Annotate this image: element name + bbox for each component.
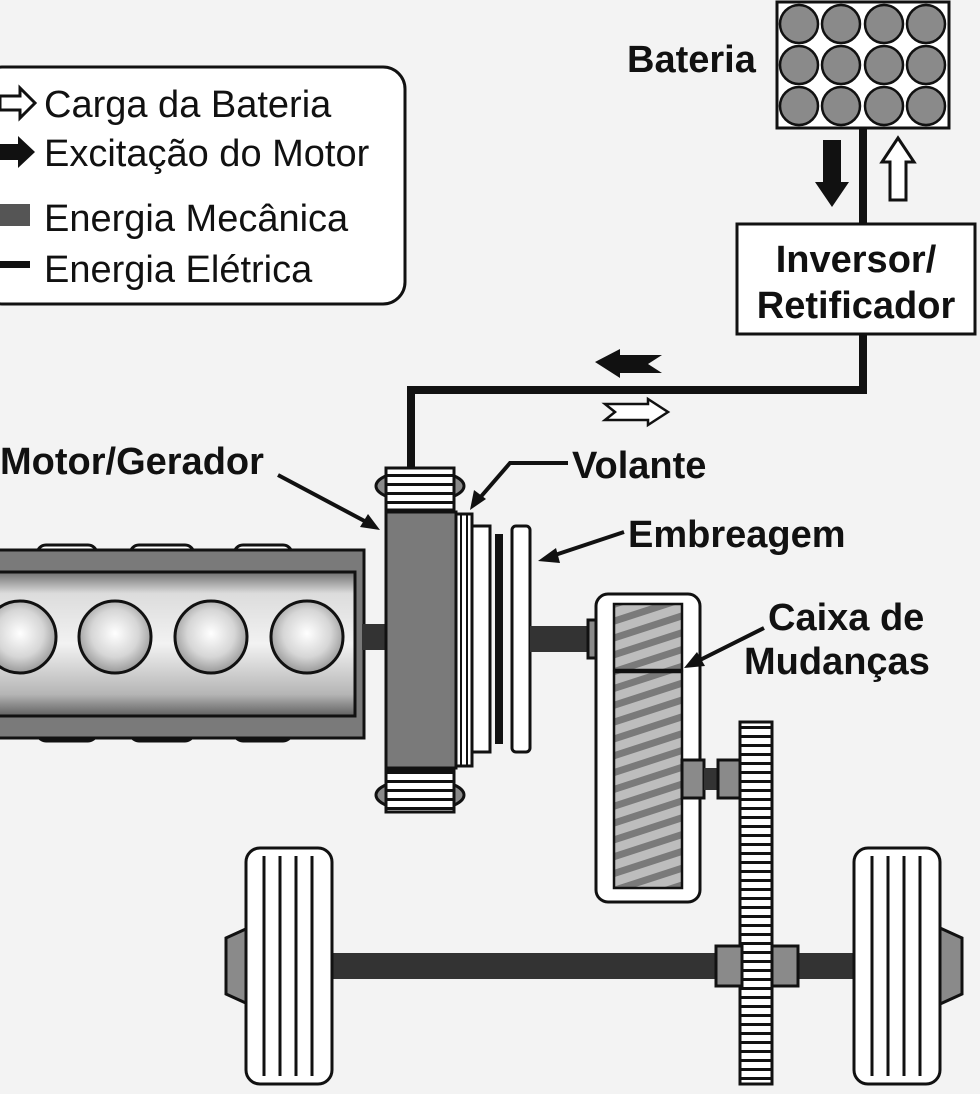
gearbox bbox=[594, 592, 702, 904]
hollow-arrow-icon bbox=[0, 84, 38, 122]
thick-bar-icon bbox=[0, 204, 30, 226]
solid-arrow-icon bbox=[0, 136, 35, 168]
right-wheel bbox=[852, 846, 964, 1086]
charging-arrow-icon bbox=[601, 396, 671, 428]
battery-wire bbox=[859, 128, 867, 224]
clutch-label: Embreagem bbox=[628, 514, 846, 556]
legend-label-excitacao: Excitação do Motor bbox=[44, 133, 370, 175]
legend-label-eletrica: Energia Elétrica bbox=[44, 249, 313, 291]
engine-cylinders bbox=[0, 599, 345, 675]
battery-cells bbox=[778, 3, 947, 127]
input-shaft bbox=[530, 626, 592, 652]
differential-right bbox=[770, 944, 800, 988]
stator-top bbox=[384, 466, 456, 512]
flywheel-disc bbox=[470, 524, 492, 754]
legend-label-mecanica: Energia Mecânica bbox=[44, 198, 349, 240]
gearbox-label-line1: Caixa de bbox=[768, 597, 924, 639]
countershaft-gear bbox=[612, 670, 684, 890]
legend-label-carga: Carga da Bateria bbox=[44, 84, 332, 126]
input-gear bbox=[612, 602, 684, 672]
rotor bbox=[384, 510, 458, 770]
inverter-motor-wire bbox=[407, 334, 867, 468]
output-coupling bbox=[680, 758, 706, 800]
inverter-label-line2: Retificador bbox=[757, 285, 956, 327]
clutch-plate bbox=[495, 534, 503, 744]
inverter-label-line1: Inversor/ bbox=[776, 239, 937, 281]
gearbox-label-line2: Mudanças bbox=[744, 641, 930, 683]
discharge-arrow-icon bbox=[815, 140, 849, 207]
left-wheel bbox=[224, 846, 334, 1086]
motor-generator bbox=[374, 466, 466, 814]
thin-line-icon bbox=[0, 261, 30, 268]
clutch-disc bbox=[510, 524, 532, 754]
excitation-arrow-icon bbox=[595, 349, 662, 378]
ring-gear bbox=[738, 720, 774, 1086]
legend: Carga da Bateria Excitação do Motor Ener… bbox=[0, 65, 407, 306]
inverter-box bbox=[735, 222, 977, 336]
legend-box bbox=[0, 65, 407, 306]
charge-arrow-icon bbox=[879, 135, 917, 202]
battery-label: Bateria bbox=[627, 39, 757, 81]
inverter-rectifier: Inversor/ Retificador bbox=[735, 222, 977, 336]
motor-generator-label: Motor/Gerador bbox=[0, 441, 264, 483]
differential-left bbox=[714, 944, 744, 988]
battery: Bateria bbox=[627, 0, 951, 130]
flywheel-label: Volante bbox=[572, 445, 706, 487]
stator-bottom bbox=[384, 768, 456, 814]
flywheel bbox=[454, 512, 474, 768]
engine bbox=[0, 543, 366, 743]
